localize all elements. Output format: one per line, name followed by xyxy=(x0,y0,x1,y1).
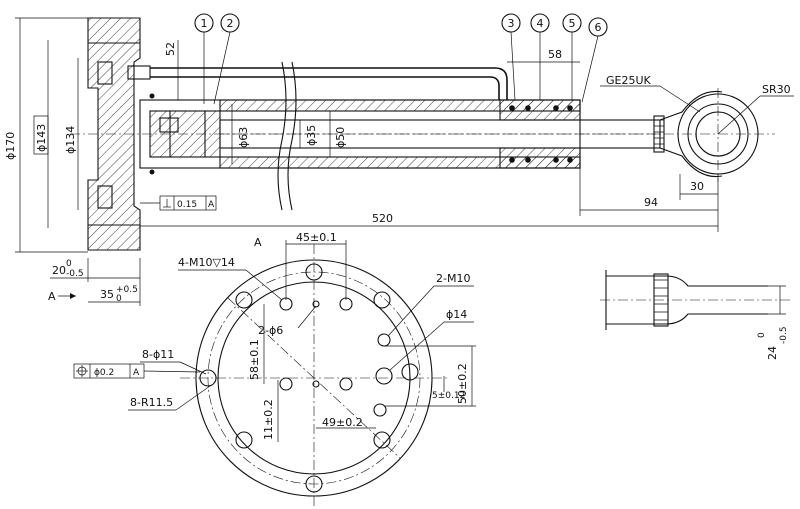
cylinder-section-view xyxy=(70,17,794,251)
spigot-tol-top: +0.5 xyxy=(116,285,138,295)
spigot-tol-bot: 0 xyxy=(116,294,122,304)
gdt-pos-datum: A xyxy=(133,368,140,378)
dim-end-thickness: 24 xyxy=(766,346,779,360)
dim-flange-diameter: ϕ170 xyxy=(4,132,17,160)
dim-spigot-length: 35 xyxy=(100,288,114,301)
dim-flange-thickness: 20 xyxy=(52,264,66,277)
item-balloons: 1 2 3 4 5 6 xyxy=(194,13,608,105)
view-arrow-label: A xyxy=(48,290,56,303)
piston xyxy=(149,110,221,158)
label-8r115: 8-R11.5 xyxy=(130,396,173,409)
label-2m10: 2-M10 xyxy=(436,272,470,285)
sphere-radius-label: SR30 xyxy=(762,83,791,96)
dim-58: 58±0.1 xyxy=(248,339,261,380)
dim-58: 58 xyxy=(548,48,562,61)
gland-head-bottom xyxy=(499,147,581,169)
dim-5: 5±0.12 xyxy=(432,391,465,401)
balloon-label: 5 xyxy=(569,17,576,30)
rod-end-side-view: 24 0 -0.5 xyxy=(600,270,790,360)
dim-11: 11±0.2 xyxy=(262,399,275,440)
dim-tube-diameter: ϕ50 xyxy=(334,127,347,148)
label-2phi6: 2-ϕ6 xyxy=(258,324,283,337)
dim-overall-length: 520 xyxy=(372,212,393,225)
balloon-label: 3 xyxy=(508,17,515,30)
dim-52: 52 xyxy=(164,42,177,56)
section-dimensions: ϕ170 ϕ143 ϕ134 52 58 ϕ63 ϕ35 ϕ50 520 94 … xyxy=(4,17,791,306)
dim-49: 49±0.2 xyxy=(322,416,363,429)
dim-spigot-diameter: ϕ134 xyxy=(64,126,77,154)
dim-pitch-diameter: ϕ143 xyxy=(35,124,48,152)
dim-bore-diameter: ϕ63 xyxy=(237,127,250,148)
label-8phi11: 8-ϕ11 xyxy=(142,348,174,361)
bolt-holes xyxy=(199,263,419,493)
label-phi14: ϕ14 xyxy=(446,308,467,321)
balloon-label: 6 xyxy=(595,21,602,34)
dim-94: 94 xyxy=(644,196,658,209)
balloon: 4 xyxy=(530,13,550,100)
balloon-label: 4 xyxy=(537,17,544,30)
balloon: 5 xyxy=(562,13,582,100)
flange-thk-tol-bot: -0.5 xyxy=(66,269,84,279)
dim-50: 50±0.2 xyxy=(456,363,469,404)
view-a: A xyxy=(73,231,476,506)
dim-30: 30 xyxy=(690,180,704,193)
flange-thk-tol-top: 0 xyxy=(66,259,72,269)
balloon: 6 xyxy=(581,17,608,103)
balloon-label: 2 xyxy=(227,17,234,30)
balloon: 1 xyxy=(194,13,214,104)
rod-end-label: GE25UK xyxy=(606,74,652,87)
gdt-pos-value: ϕ0.2 xyxy=(94,368,114,378)
dim-rod-diameter: ϕ35 xyxy=(305,125,318,146)
mounting-flange xyxy=(87,17,141,251)
end-thk-tol-bot: -0.5 xyxy=(779,326,789,344)
view-a-title: A xyxy=(254,236,262,249)
dim-45: 45±0.1 xyxy=(296,231,337,244)
gdt-perp-value: 0.15 xyxy=(177,200,197,210)
balloon: 3 xyxy=(501,13,521,101)
gdt-perpendicularity: 0.15 A xyxy=(140,195,217,211)
label-4m10: 4-M10▽14 xyxy=(178,256,235,269)
end-thk-tol-top: 0 xyxy=(757,332,767,338)
gdt-position: ϕ0.2 A xyxy=(73,363,201,379)
balloon-label: 1 xyxy=(201,17,208,30)
gdt-perp-datum: A xyxy=(208,200,215,210)
balloon: 2 xyxy=(213,13,240,105)
